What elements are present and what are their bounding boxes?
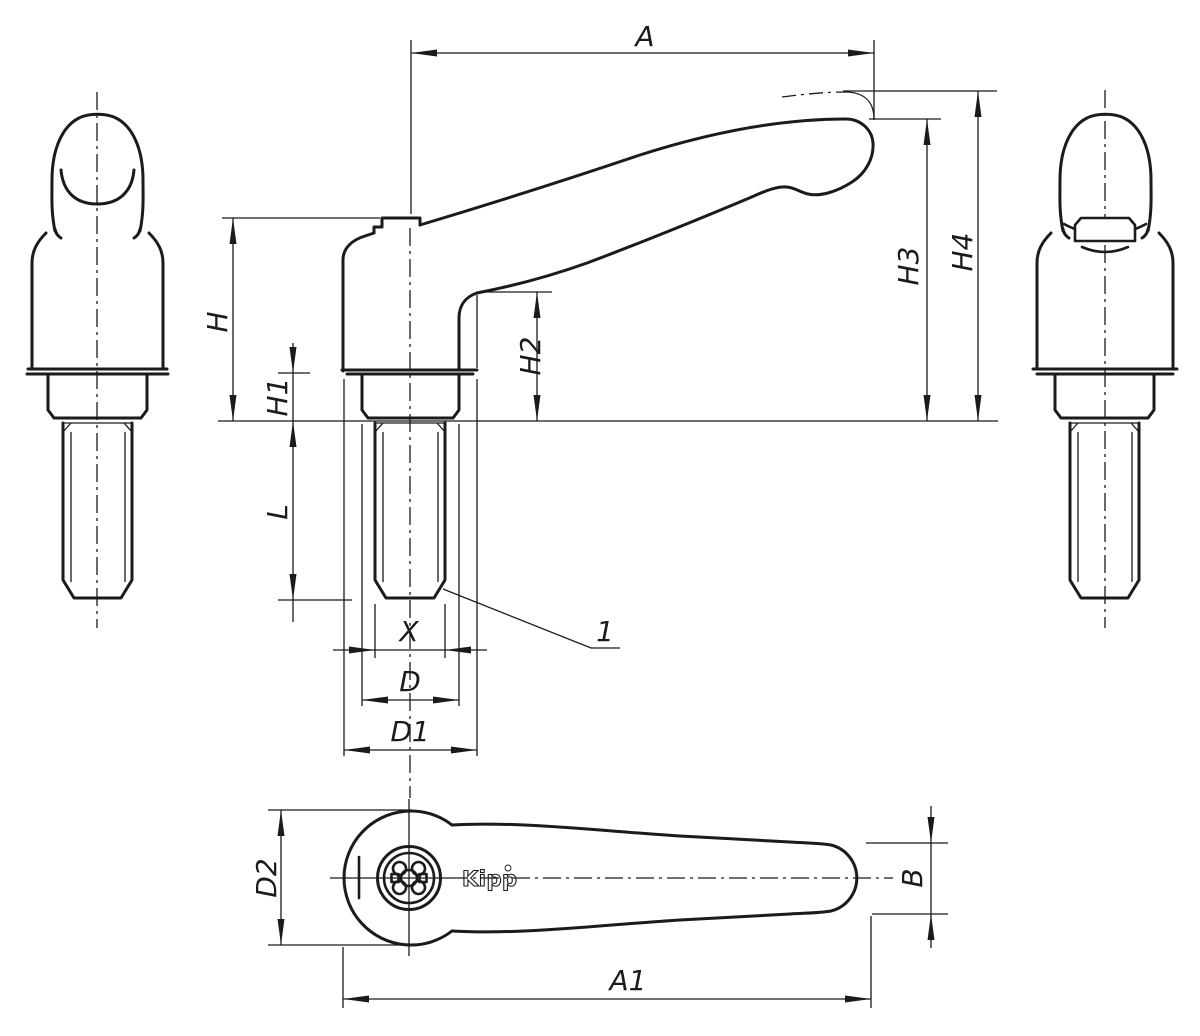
dome-crease-lines [53, 227, 142, 240]
dim-H1: H1 [261, 343, 310, 622]
hub-left-edge [341, 231, 376, 373]
dim-label-A: A [633, 20, 654, 53]
dim-H3: H3 [869, 118, 941, 421]
callout-1: 1 [442, 588, 620, 649]
dome-crease-lines-back [1061, 227, 1150, 240]
dim-H2: H2 [476, 291, 552, 421]
thread-detail-lines [62, 422, 133, 582]
main-side-view [218, 91, 998, 798]
dim-label-L: L [261, 504, 294, 520]
registered-trademark-icon [504, 864, 512, 872]
dim-A: A [410, 20, 875, 214]
dim-H4: H4 [843, 90, 997, 421]
brand-logo: Kipp [461, 864, 518, 892]
collar-back [1053, 372, 1156, 420]
thread-detail-back [1069, 422, 1140, 582]
dim-L: L [261, 504, 352, 601]
dimensions: A H H1 L H2 H3 [201, 20, 997, 1008]
dim-label-H: H [201, 311, 234, 332]
dim-label-H3: H3 [892, 247, 925, 286]
top-view: Kipp [330, 799, 893, 956]
tip-top-thin-curve [844, 91, 875, 120]
hub-flange-main [340, 368, 479, 376]
dim-D: D [361, 424, 460, 706]
dim-label-D: D [399, 665, 421, 698]
threaded-stud-back [1068, 421, 1141, 600]
dim-D2: D2 [250, 809, 412, 946]
dim-D1: D1 [343, 379, 478, 756]
lever-arm-outline [418, 117, 875, 295]
thread-detail-main [374, 422, 446, 582]
handle-dome-outline [50, 112, 145, 233]
callout-label-1: 1 [596, 615, 614, 648]
dim-label-D1: D1 [390, 715, 429, 748]
collar [46, 372, 149, 420]
screw-crosshair [330, 799, 450, 956]
dim-label-H2: H2 [514, 337, 547, 376]
hub-flange-back [1031, 367, 1179, 376]
threaded-stud-main [373, 421, 447, 600]
threaded-stud [61, 421, 134, 600]
hub-right-fillet [457, 291, 479, 372]
back-view [1031, 90, 1179, 628]
dim-label-X: X [397, 615, 419, 648]
handle-dome-outline-back [1058, 112, 1153, 233]
collar-main [360, 372, 461, 420]
dim-B: B [866, 806, 948, 948]
dim-label-H4: H4 [946, 233, 979, 272]
arm-silhouette-arc-small [1080, 245, 1130, 254]
dim-A1: A1 [342, 916, 872, 1008]
dim-label-A1: A1 [608, 964, 647, 997]
dim-H: H [201, 217, 380, 421]
dim-X: X [333, 604, 487, 658]
hub-body-outline-back [1035, 231, 1175, 370]
dim-label-D2: D2 [250, 858, 283, 897]
hub-body-outline [30, 231, 165, 370]
cap-button-back [1073, 216, 1137, 243]
dim-label-B: B [896, 868, 929, 887]
dim-label-H1: H1 [261, 378, 294, 417]
hub-flange [25, 367, 170, 376]
handle-inner-arc [59, 168, 136, 206]
cap-button [372, 216, 422, 235]
phantom-tip-line [781, 91, 846, 98]
front-view [25, 92, 170, 628]
